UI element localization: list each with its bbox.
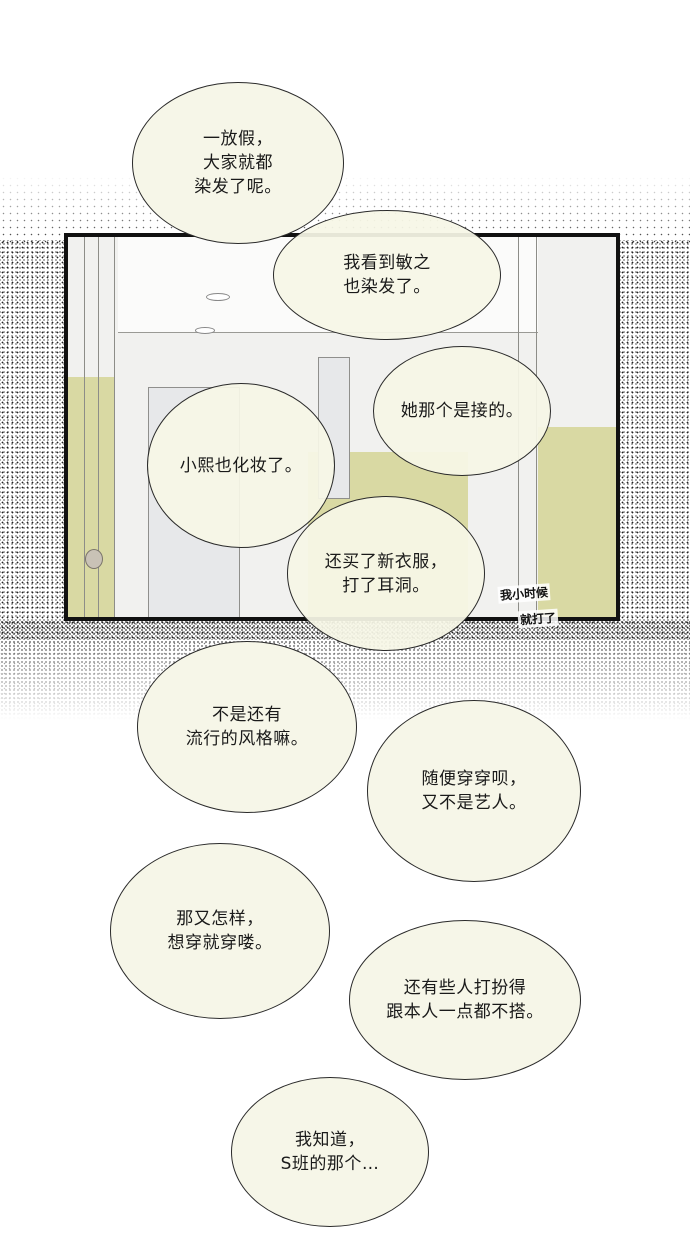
speech-bubble: 她那个是接的。: [373, 346, 551, 476]
bubble-text: 那又怎样， 想穿就穿喽。: [167, 909, 273, 953]
speech-bubble: 我知道， S班的那个…: [231, 1077, 429, 1227]
bubble-text: 还有些人打扮得 跟本人一点都不搭。: [386, 978, 544, 1022]
bubble-text: 她那个是接的。: [400, 401, 524, 421]
speech-bubble: 我看到敏之 也染发了。: [273, 210, 501, 340]
ceiling-light: [195, 327, 215, 334]
speech-bubble: 一放假， 大家就都 染发了呢。: [132, 82, 344, 244]
speech-bubble: 随便穿穿呗， 又不是艺人。: [367, 700, 581, 882]
green-wall-right: [538, 427, 616, 617]
speech-bubble: 还买了新衣服， 打了耳洞。: [287, 496, 485, 651]
sfx-text: 我小时候: [497, 583, 551, 604]
bubble-text: 一放假， 大家就都 染发了呢。: [194, 129, 282, 197]
door-knob: [85, 549, 103, 569]
wall-edge: [98, 237, 99, 617]
bubble-text: 我看到敏之 也染发了。: [343, 253, 431, 297]
bubble-text: 还买了新衣服， 打了耳洞。: [324, 551, 448, 596]
wall-edge: [114, 237, 115, 617]
sfx-text: 就打了: [517, 608, 559, 629]
speech-bubble: 那又怎样， 想穿就穿喽。: [110, 843, 330, 1019]
wall-edge: [84, 237, 85, 617]
ceiling-light: [206, 293, 230, 301]
bubble-text: 不是还有 流行的风格嘛。: [185, 705, 309, 749]
speech-bubble: 不是还有 流行的风格嘛。: [137, 641, 357, 813]
green-wall-left: [68, 377, 114, 617]
bubble-text: 我知道， S班的那个…: [280, 1130, 380, 1174]
speech-bubble: 小熙也化妆了。: [147, 383, 335, 548]
bubble-text: 小熙也化妆了。: [179, 455, 303, 476]
speech-bubble: 还有些人打扮得 跟本人一点都不搭。: [349, 920, 581, 1080]
bubble-text: 随便穿穿呗， 又不是艺人。: [421, 769, 527, 813]
